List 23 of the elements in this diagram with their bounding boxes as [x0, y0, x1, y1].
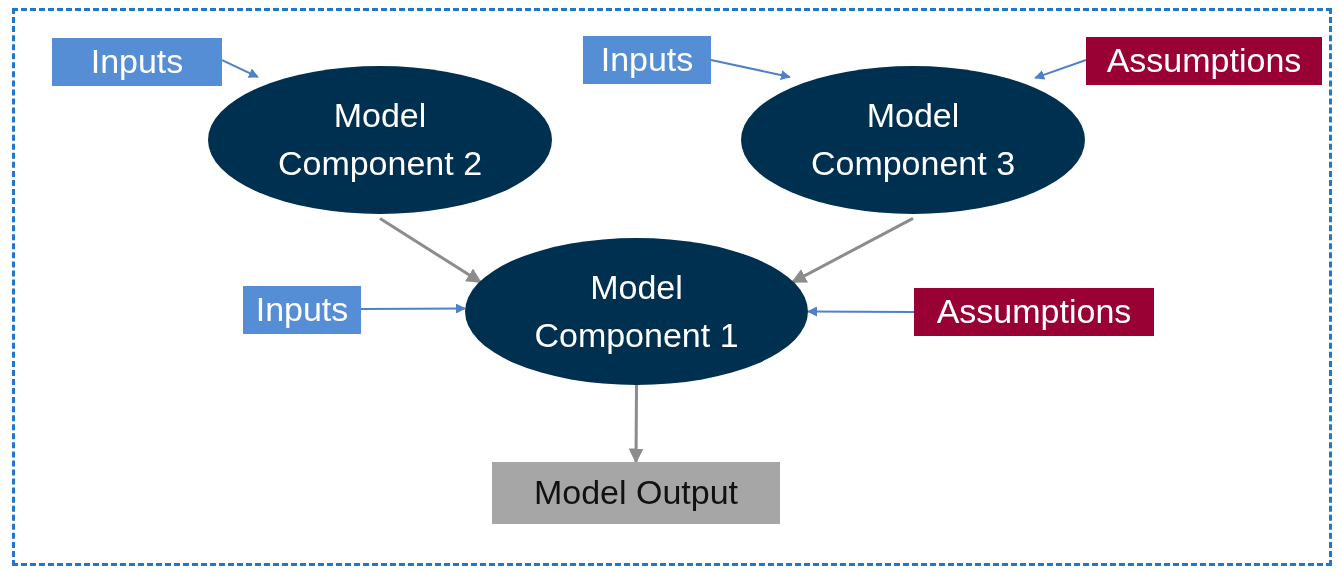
input-box [583, 36, 711, 84]
arrow [791, 217, 914, 284]
node-label: Inputs [90, 41, 184, 83]
input-box [243, 286, 361, 334]
arrow [628, 385, 644, 464]
output-box [492, 462, 780, 524]
node-label: Inputs [255, 289, 349, 331]
node-label: Inputs [600, 39, 694, 81]
arrow [360, 303, 466, 314]
arrow [807, 306, 915, 317]
input-box [52, 38, 222, 86]
node-label: Model Component 1 [533, 266, 740, 356]
arrow [710, 59, 791, 80]
arrow [379, 217, 482, 284]
assumption-box [1086, 37, 1322, 85]
node-label: Model Output [533, 472, 739, 514]
node-label: Assumptions [936, 291, 1132, 333]
arrow [221, 59, 259, 78]
arrow [1034, 59, 1087, 80]
node-label: Model Component 2 [276, 95, 484, 184]
node-label: Model Component 3 [809, 95, 1017, 184]
node-label: Assumptions [1106, 40, 1302, 82]
assumption-box [914, 288, 1154, 336]
